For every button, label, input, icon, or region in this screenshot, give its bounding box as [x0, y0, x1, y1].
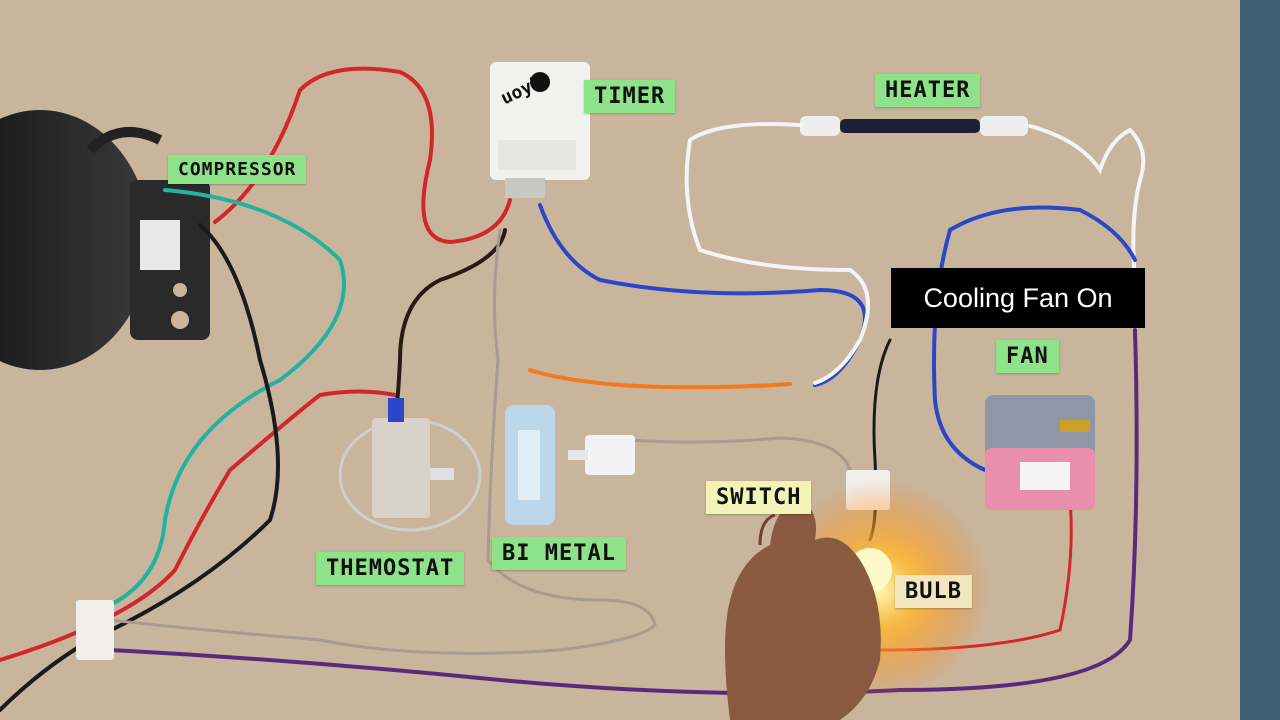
grey-wire-bottom	[108, 618, 657, 655]
blue-wire-fan	[932, 205, 1137, 472]
white-wire	[684, 122, 870, 385]
grey-wire-bimetal	[486, 228, 657, 627]
caption-overlay: Cooling Fan On	[891, 268, 1145, 328]
defrost-timer	[490, 62, 590, 198]
white-wire-right	[1028, 124, 1146, 282]
door-switch	[568, 435, 635, 475]
label-timer: TIMER	[584, 80, 676, 113]
orange-wire	[528, 368, 792, 390]
label-heater: HEATER	[875, 74, 981, 107]
label-thermostat: THEMOSTAT	[316, 552, 465, 585]
carpet-edge	[1240, 0, 1280, 720]
label-fan: FAN	[996, 340, 1059, 373]
brown-wire	[394, 228, 507, 412]
grey-wire-switch	[628, 436, 852, 472]
heater-element	[800, 116, 1028, 136]
teal-wire	[108, 188, 346, 607]
compressor	[0, 110, 210, 370]
fan-motor	[985, 395, 1095, 510]
terminal-block-left	[76, 600, 114, 660]
black-wire	[0, 223, 280, 712]
thermostat-device	[338, 398, 482, 532]
wires	[0, 66, 1146, 712]
red-wire-lower	[0, 389, 397, 662]
label-bulb: BULB	[895, 575, 972, 608]
hand	[725, 500, 881, 720]
label-bimetal: BI METAL	[492, 537, 626, 570]
label-switch: SWITCH	[706, 481, 812, 514]
bimetal-device	[505, 405, 555, 525]
red-wire	[213, 66, 512, 245]
label-compressor: COMPRESSOR	[168, 155, 307, 184]
